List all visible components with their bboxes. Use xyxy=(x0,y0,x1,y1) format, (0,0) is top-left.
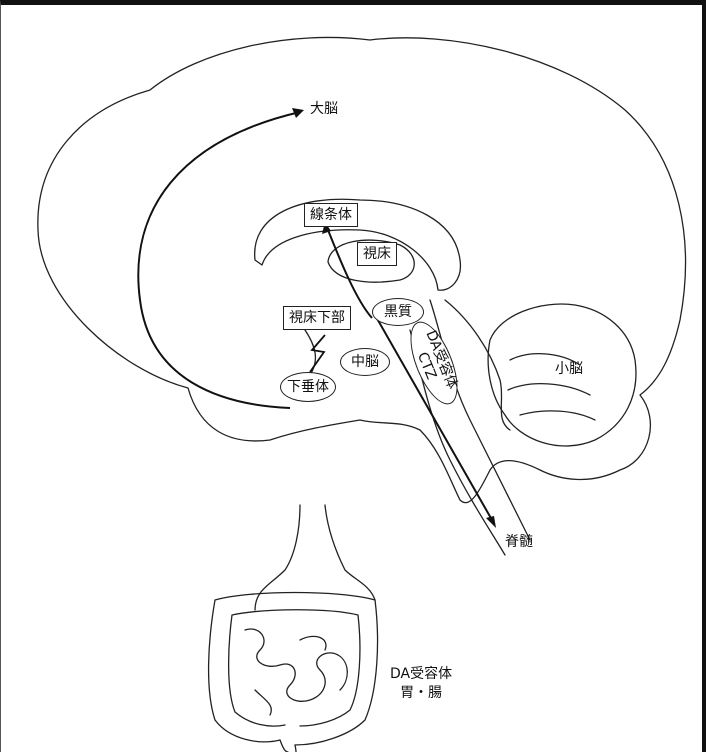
label-gi-tract: 胃・腸 xyxy=(390,684,452,703)
label-cerebellum: 小脳 xyxy=(555,362,583,376)
stomach xyxy=(255,505,375,610)
label-cerebrum: 大脳 xyxy=(310,102,338,116)
small-intestine xyxy=(245,629,347,715)
pathway-to-cerebrum xyxy=(138,112,300,408)
label-midbrain: 中脳 xyxy=(340,348,390,376)
label-da-receptor-gi: DA受容体 胃・腸 xyxy=(390,665,452,703)
label-hypothalamus: 視床下部 xyxy=(283,306,351,330)
label-da-receptor-gi-line1: DA受容体 xyxy=(390,665,452,684)
rectum xyxy=(280,740,296,752)
label-striatum: 線条体 xyxy=(304,203,358,227)
fourth-ventricle xyxy=(445,300,510,430)
label-spinal-cord: 脊髄 xyxy=(505,535,533,549)
label-thalamus: 視床 xyxy=(357,242,397,266)
large-intestine xyxy=(209,593,378,746)
label-pituitary: 下垂体 xyxy=(280,372,336,402)
hypothalamus-pituitary-link xyxy=(310,335,325,372)
brain-outline xyxy=(38,37,686,502)
